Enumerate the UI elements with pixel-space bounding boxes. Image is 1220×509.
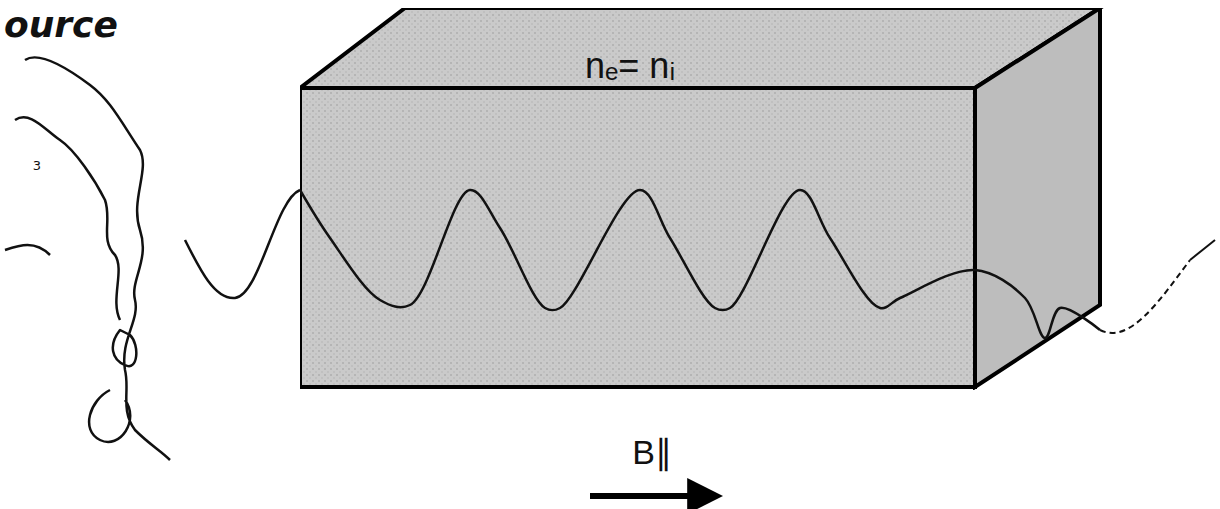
wave	[300, 190, 1100, 338]
wave	[185, 190, 300, 298]
wave	[1100, 260, 1190, 333]
field-arrow	[590, 493, 716, 499]
wave	[1190, 240, 1215, 260]
cuboid	[300, 8, 1105, 390]
front-face	[300, 88, 975, 387]
plasma-box: nₑ= nᵢ	[300, 8, 1105, 390]
top-face	[300, 8, 1100, 88]
source-sketch	[5, 57, 170, 460]
sketch-number: 3	[33, 158, 41, 173]
side-face	[975, 8, 1100, 387]
density-label: nₑ= nᵢ	[585, 45, 675, 87]
field-label: B∥	[632, 432, 672, 472]
source-label: ource	[4, 4, 118, 45]
